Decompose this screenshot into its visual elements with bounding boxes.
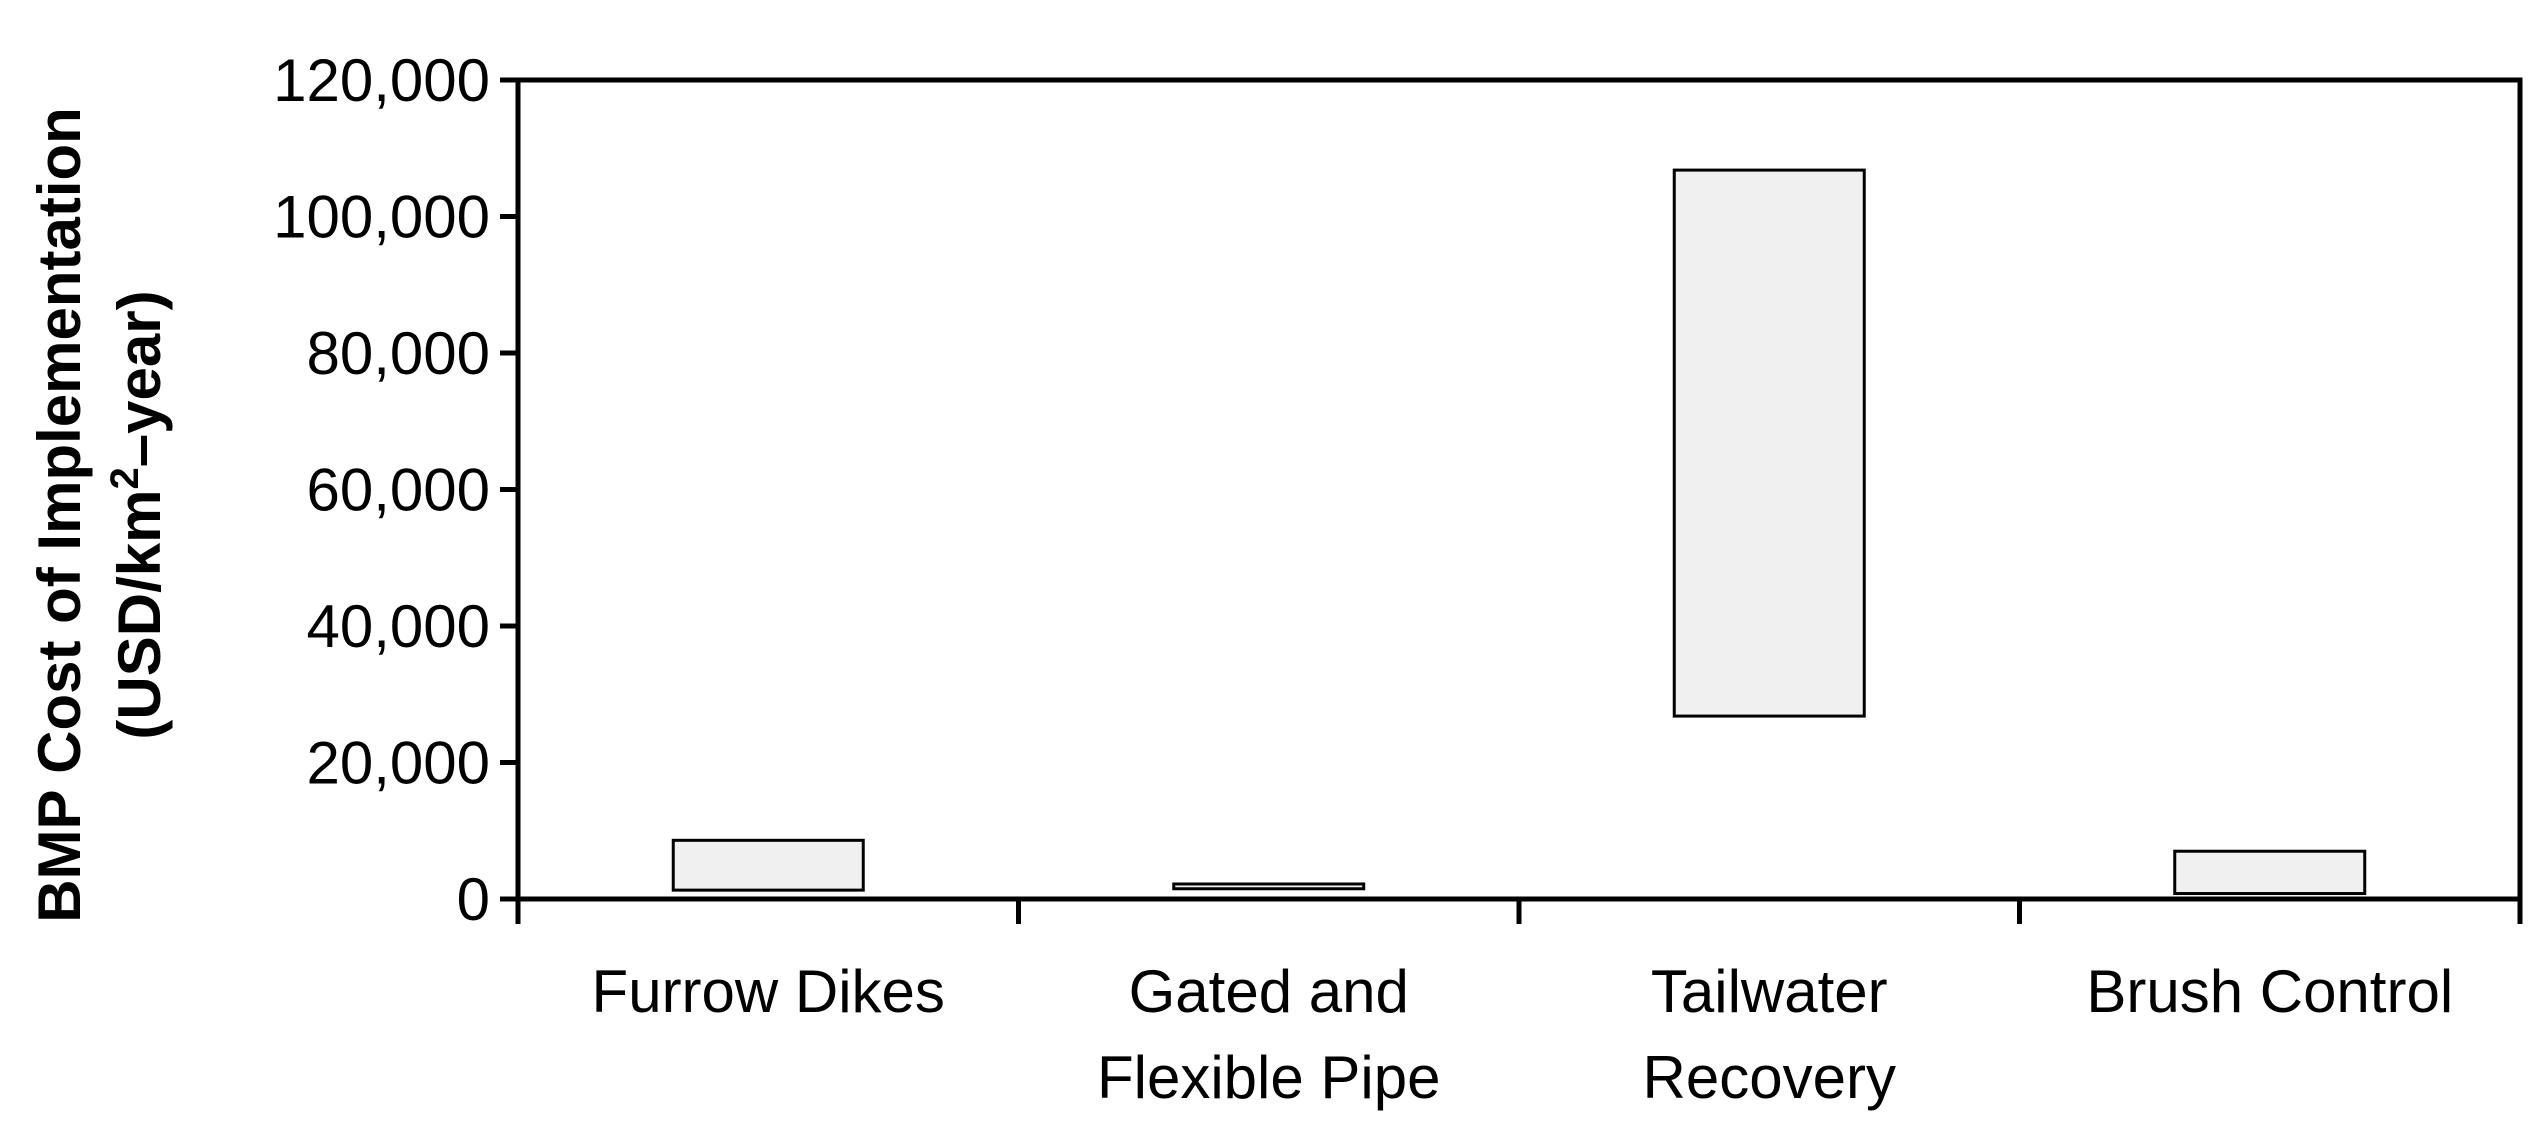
range-bar [2173,849,2367,896]
y-axis-title-prefix: (USD/km [106,490,173,740]
range-bar [1672,168,1866,718]
y-axis-title-suffix: –year) [106,290,173,467]
y-tick-label: 0 [457,866,490,933]
x-category-label: Recovery [1643,1044,1896,1111]
range-bars [671,168,2367,896]
y-tick-label: 100,000 [273,184,490,251]
x-category-label: Brush Control [2086,958,2453,1025]
y-tick-label: 80,000 [306,320,490,387]
y-tick-label: 20,000 [306,730,490,797]
y-axis-title-line2: (USD/km2–year) [103,290,173,739]
y-tick-label: 60,000 [306,457,490,524]
y-axis-title-sup: 2 [103,467,147,489]
y-tick-label: 40,000 [306,593,490,660]
y-axis-ticks: 0 20,000 40,000 60,000 80,000 100,000 120,000 [273,47,518,933]
range-bar [1172,882,1366,891]
plot-frame [515,77,2523,902]
x-category-label: Tailwater [1651,958,1888,1025]
y-axis-title-line1: BMP Cost of Implementation [26,107,93,923]
y-tick-label: 120,000 [273,47,490,114]
x-category-label: Gated and [1129,958,1409,1025]
x-axis-ticks [515,899,2523,924]
x-category-label: Furrow Dikes [592,958,945,1025]
x-category-label: Flexible Pipe [1097,1044,1441,1111]
range-bar [671,838,865,892]
